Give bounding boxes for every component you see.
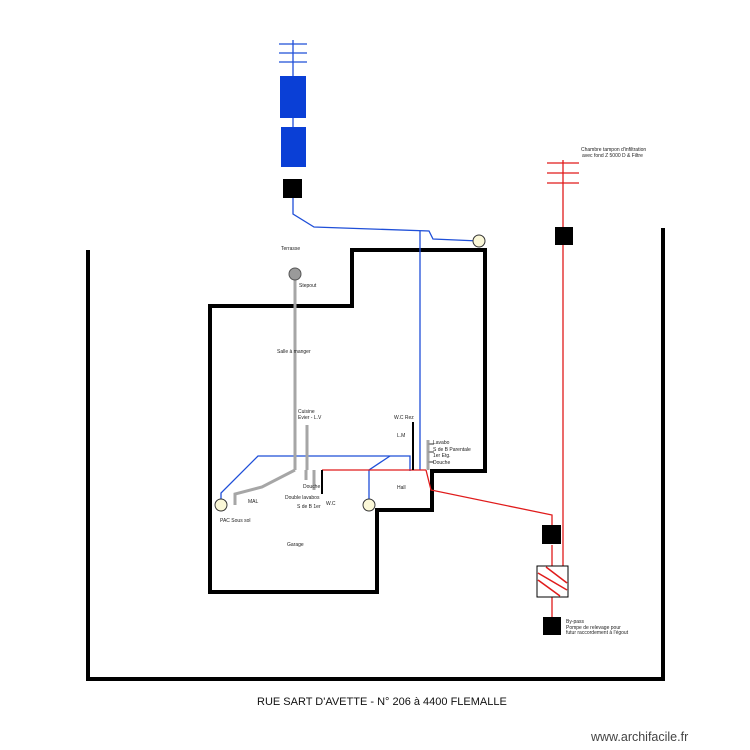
pump-icon	[536, 565, 569, 598]
black-drain-stubs	[321, 422, 414, 494]
address-title: RUE SART D'AVETTE - N° 206 à 4400 FLEMAL…	[257, 696, 507, 708]
manhole-icon	[555, 227, 573, 245]
brand-watermark: www.archifacile.fr	[590, 730, 688, 744]
label-sdb-parentale: S de B Parentale	[433, 447, 471, 453]
label-futur-raccordement: futur raccordement à l'égout	[566, 630, 629, 636]
label-wc-rez: W.C Rez	[394, 415, 414, 421]
label-stepout: Stepout	[299, 283, 317, 289]
rain-pipe-hall	[368, 455, 391, 505]
label-hall: Hall	[397, 485, 406, 491]
endpoint-icon	[214, 498, 228, 512]
grey-stub-markers	[428, 443, 434, 463]
labels: Terrasse Stepout Salle à manger Cuisine …	[220, 147, 646, 636]
sewer-network	[322, 160, 564, 617]
rain-pipe-to-tanks	[292, 198, 480, 242]
label-douche: Douche	[303, 484, 320, 490]
label-lavabo: Lavabo	[433, 440, 450, 446]
tank-icon	[280, 76, 306, 118]
manhole-icon	[542, 525, 561, 544]
house-walls	[208, 248, 487, 594]
grey-drain-network	[233, 280, 430, 505]
label-garage: Garage	[287, 542, 304, 548]
tank-icon	[281, 127, 306, 167]
label-chambre-fond: avec fond Z 5000 D & Filtre	[582, 153, 643, 159]
label-terrasse: Terrasse	[281, 246, 300, 252]
rain-pipe-collector	[220, 455, 411, 505]
label-lm: L.M	[397, 433, 405, 439]
grey-pipe-mal	[233, 468, 296, 505]
label-1er-etg: 1er Etg.	[433, 453, 451, 459]
manhole-icon	[543, 617, 561, 635]
sewer-pipe-exit	[425, 469, 553, 525]
label-pac-sous-sol: PAC Sous sol	[220, 518, 250, 524]
antenna-icon	[547, 162, 579, 184]
label-double-lavabos: Double lavabos	[285, 495, 320, 501]
label-mal: MAL	[248, 499, 259, 505]
label-wc: W.C	[326, 501, 336, 507]
label-salle-a-manger: Salle à manger	[277, 349, 311, 355]
label-douche-etage: Douche	[433, 460, 450, 466]
manhole-icon	[283, 179, 302, 198]
parcel-outline	[86, 228, 665, 681]
label-cuisine: Cuisine	[298, 409, 315, 415]
label-bypass: By-pass	[566, 619, 585, 625]
label-chambre-tampon: Chambre tampon d'infiltration	[581, 147, 646, 153]
antenna-icon	[279, 43, 307, 63]
endpoint-icon	[362, 498, 376, 512]
stepout-marker	[288, 267, 302, 281]
endpoint-icon	[472, 234, 486, 248]
label-sdb-1er: S de B 1er	[297, 504, 321, 510]
label-evier-lv: Evier - L.V	[298, 415, 322, 421]
label-pompe-relevage: Pompe de relevage pour	[566, 625, 621, 631]
